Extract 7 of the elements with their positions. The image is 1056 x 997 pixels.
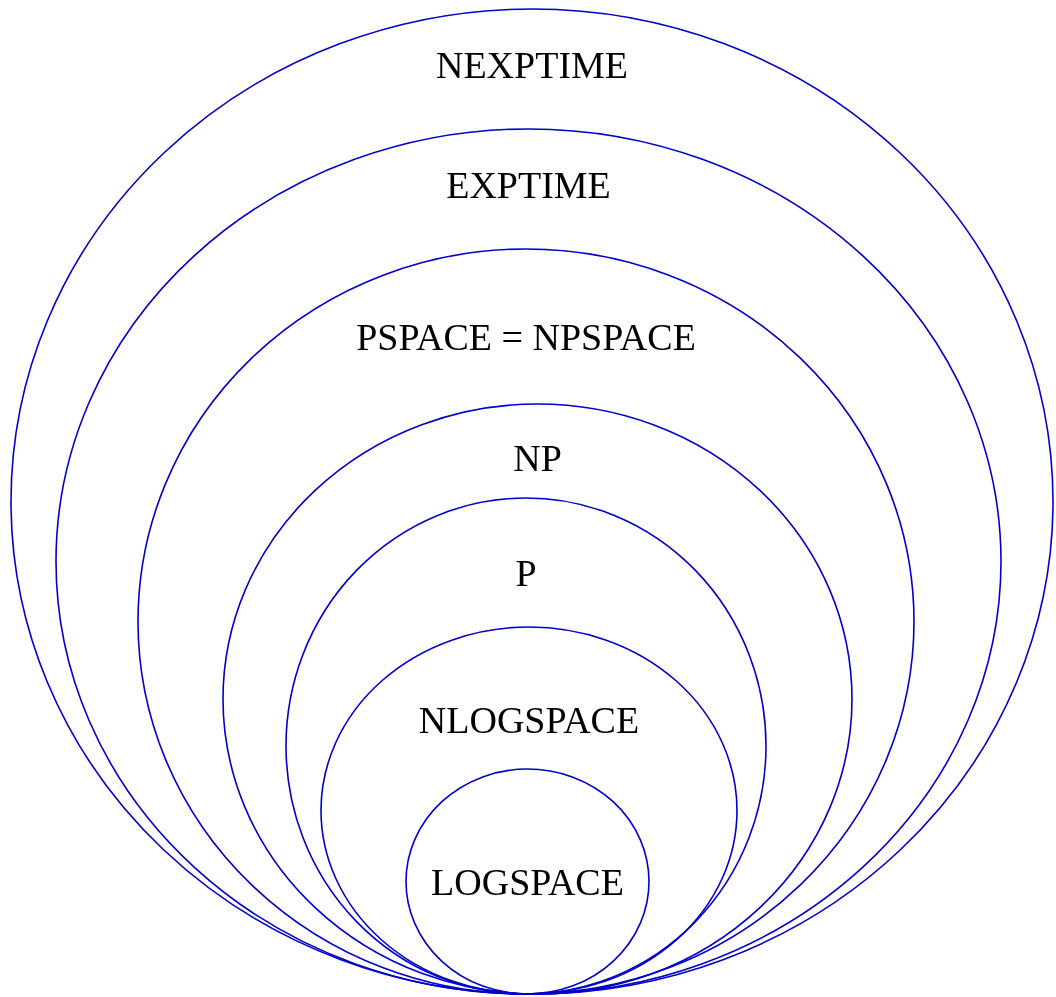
class-label: NEXPTIME <box>435 43 629 87</box>
class-label: PSPACE = NPSPACE <box>356 315 696 359</box>
class-label: P <box>515 551 537 595</box>
class-label: EXPTIME <box>446 163 611 207</box>
class-label: NLOGSPACE <box>418 698 640 742</box>
class-label: LOGSPACE <box>431 860 624 904</box>
class-label: NP <box>513 436 562 480</box>
